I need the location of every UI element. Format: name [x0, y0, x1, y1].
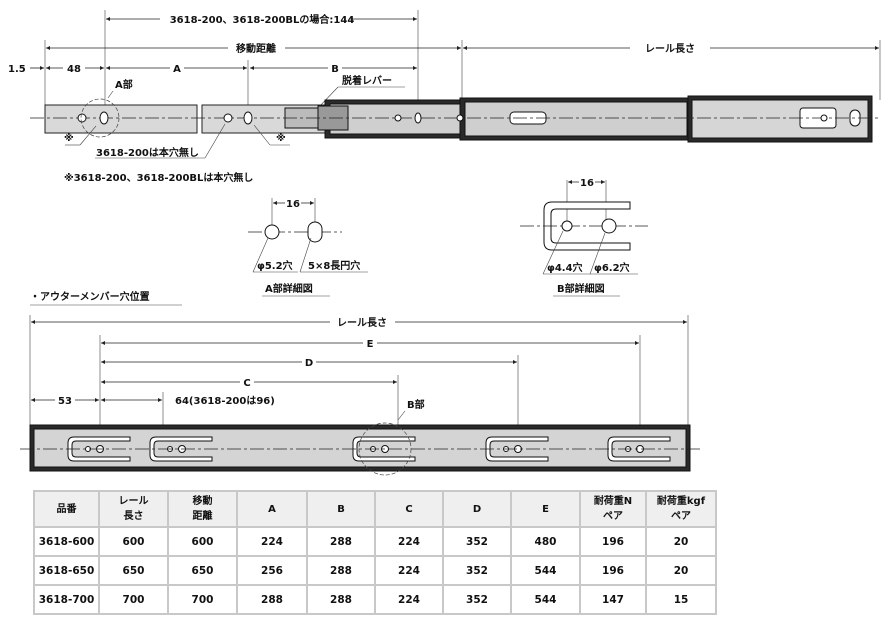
detail-b-hole1: φ4.4穴 — [547, 261, 583, 274]
travel-label: 移動距離 — [236, 42, 276, 55]
column-header-line: E — [542, 503, 549, 515]
column-header-line: 耐荷重kgf — [656, 496, 706, 507]
note-no-hole-200: 3618-200は本穴無し — [96, 146, 199, 159]
table-cell: 480 — [510, 526, 581, 557]
table-cell: 224 — [236, 526, 308, 557]
column-header: レール長さ — [98, 490, 169, 528]
table-cell: 544 — [510, 584, 581, 615]
dim-64: 64(3618-200は96) — [175, 395, 275, 407]
column-header-line: レール — [118, 496, 149, 507]
table-cell: 15 — [645, 584, 717, 615]
column-header-line: 距離 — [192, 511, 213, 522]
release-lever-label: 脱着レバー — [342, 74, 392, 87]
table-cell: 196 — [579, 555, 647, 586]
detail-a-title: A部詳細図 — [265, 282, 313, 295]
table-cell: 147 — [579, 584, 647, 615]
column-header: 移動距離 — [167, 490, 238, 528]
bracket — [485, 436, 549, 462]
table-cell: 224 — [374, 526, 444, 557]
detail-b-title: B部詳細図 — [557, 282, 605, 295]
column-header-line: 耐荷重N — [593, 496, 633, 507]
top-view: 3618-200、3618-200BLの場合:144 移動距離 レール長さ 1.… — [8, 10, 881, 184]
dim-53: 53 — [58, 396, 72, 407]
bracket — [607, 436, 671, 462]
column-header: 耐荷重kgf ペア — [645, 490, 717, 528]
column-header-line: D — [472, 503, 482, 515]
column-header: 品番 — [33, 490, 100, 528]
table-cell: 288 — [306, 555, 376, 586]
table-cell: 352 — [442, 555, 512, 586]
column-header-line: ペア — [671, 511, 691, 522]
detail-a-pitch: 16 — [286, 199, 300, 210]
detail-a-hole2: 5×8長円穴 — [308, 259, 360, 272]
part-a-label: A部 — [115, 78, 133, 91]
detail-a-hole1: φ5.2穴 — [257, 259, 293, 272]
column-header-line: C — [405, 503, 413, 515]
detail-a: 16 φ5.2穴 5×8長円穴 A部詳細図 — [248, 196, 368, 297]
bracket — [67, 436, 131, 462]
table-cell: 600 — [167, 526, 238, 557]
column-header: B — [306, 490, 376, 528]
column-header: D — [442, 490, 512, 528]
dim-b: B — [331, 64, 339, 75]
table-cell: 288 — [306, 584, 376, 615]
dim-e: E — [367, 339, 374, 350]
part-b-label: B部 — [407, 398, 425, 411]
column-header: C — [374, 490, 444, 528]
table-cell: 352 — [442, 526, 512, 557]
outer-rail-length: レール長さ — [337, 317, 387, 329]
dim-c: C — [243, 378, 250, 389]
note-mark-left: ※ — [64, 132, 74, 144]
dim-144-label: 3618-200、3618-200BLの場合:144 — [170, 13, 355, 26]
table-cell: 3618-600 — [33, 526, 100, 557]
table-cell: 256 — [236, 555, 308, 586]
table-cell: 196 — [579, 526, 647, 557]
table-cell: 352 — [442, 584, 512, 615]
table-cell: 224 — [374, 555, 444, 586]
table-cell: 20 — [645, 526, 717, 557]
table-cell: 600 — [98, 526, 169, 557]
outer-member-title: ・アウターメンバー穴位置 — [30, 290, 150, 303]
table-cell: 544 — [510, 555, 581, 586]
table-cell: 650 — [98, 555, 169, 586]
column-header: 耐荷重N ペア — [579, 490, 647, 528]
table-cell: 700 — [167, 584, 238, 615]
dim-1-5: 1.5 — [8, 64, 26, 75]
table-cell: 224 — [374, 584, 444, 615]
column-header: E — [510, 490, 581, 528]
column-header-line: A — [268, 503, 276, 515]
table-cell: 288 — [306, 526, 376, 557]
table-cell: 288 — [236, 584, 308, 615]
detail-b: 16 φ4.4穴 φ6.2穴 B部詳細図 — [520, 175, 648, 297]
dim-d: D — [305, 358, 313, 369]
note-footnote: ※3618-200、3618-200BLは本穴無し — [64, 171, 253, 184]
table-cell: 3618-650 — [33, 555, 100, 586]
outer-member-view: ・アウターメンバー穴位置 レール長さ E D C 53 64(3618-200は… — [20, 290, 700, 476]
column-header-line: 移動 — [192, 496, 213, 507]
table-cell: 3618-700 — [33, 584, 100, 615]
column-header-line: ペア — [603, 511, 623, 522]
dim-48: 48 — [67, 64, 81, 75]
table-cell: 20 — [645, 555, 717, 586]
table-cell: 700 — [98, 584, 169, 615]
rail-length-label: レール長さ — [645, 43, 695, 55]
detail-b-hole2: φ6.2穴 — [594, 261, 630, 274]
column-header-line: B — [337, 503, 345, 515]
inner-rail-left — [44, 104, 198, 134]
column-header-line: 長さ — [123, 511, 144, 522]
dim-a: A — [173, 64, 181, 75]
note-mark-right: ※ — [276, 132, 286, 144]
column-header: A — [236, 490, 308, 528]
bracket — [149, 436, 213, 462]
detail-b-pitch: 16 — [580, 178, 594, 189]
table-cell: 650 — [167, 555, 238, 586]
column-header-line: 品番 — [56, 503, 77, 515]
